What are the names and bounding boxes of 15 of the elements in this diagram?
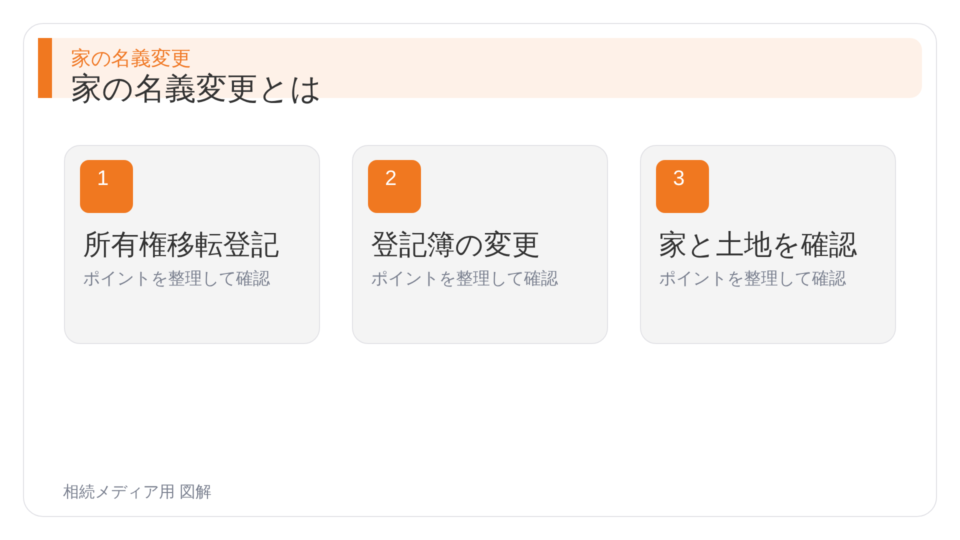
card-subtitle: ポイントを整理して確認 — [371, 269, 558, 290]
card-subtitle: ポイントを整理して確認 — [83, 269, 270, 290]
card-title: 所有権移転登記 — [83, 228, 279, 262]
footer-note: 相続メディア用 図解 — [63, 483, 212, 502]
kicker-text: 家の名義変更 — [71, 47, 191, 71]
heading: 家の名義変更とは — [71, 70, 322, 108]
card — [352, 145, 608, 344]
number-badge: 3 — [656, 160, 709, 213]
number-badge: 2 — [368, 160, 421, 213]
number-badge: 1 — [80, 160, 133, 213]
card-title: 家と土地を確認 — [659, 228, 857, 262]
card-title: 登記簿の変更 — [371, 228, 540, 262]
card — [64, 145, 320, 344]
card-subtitle: ポイントを整理して確認 — [659, 269, 846, 290]
card — [640, 145, 896, 344]
